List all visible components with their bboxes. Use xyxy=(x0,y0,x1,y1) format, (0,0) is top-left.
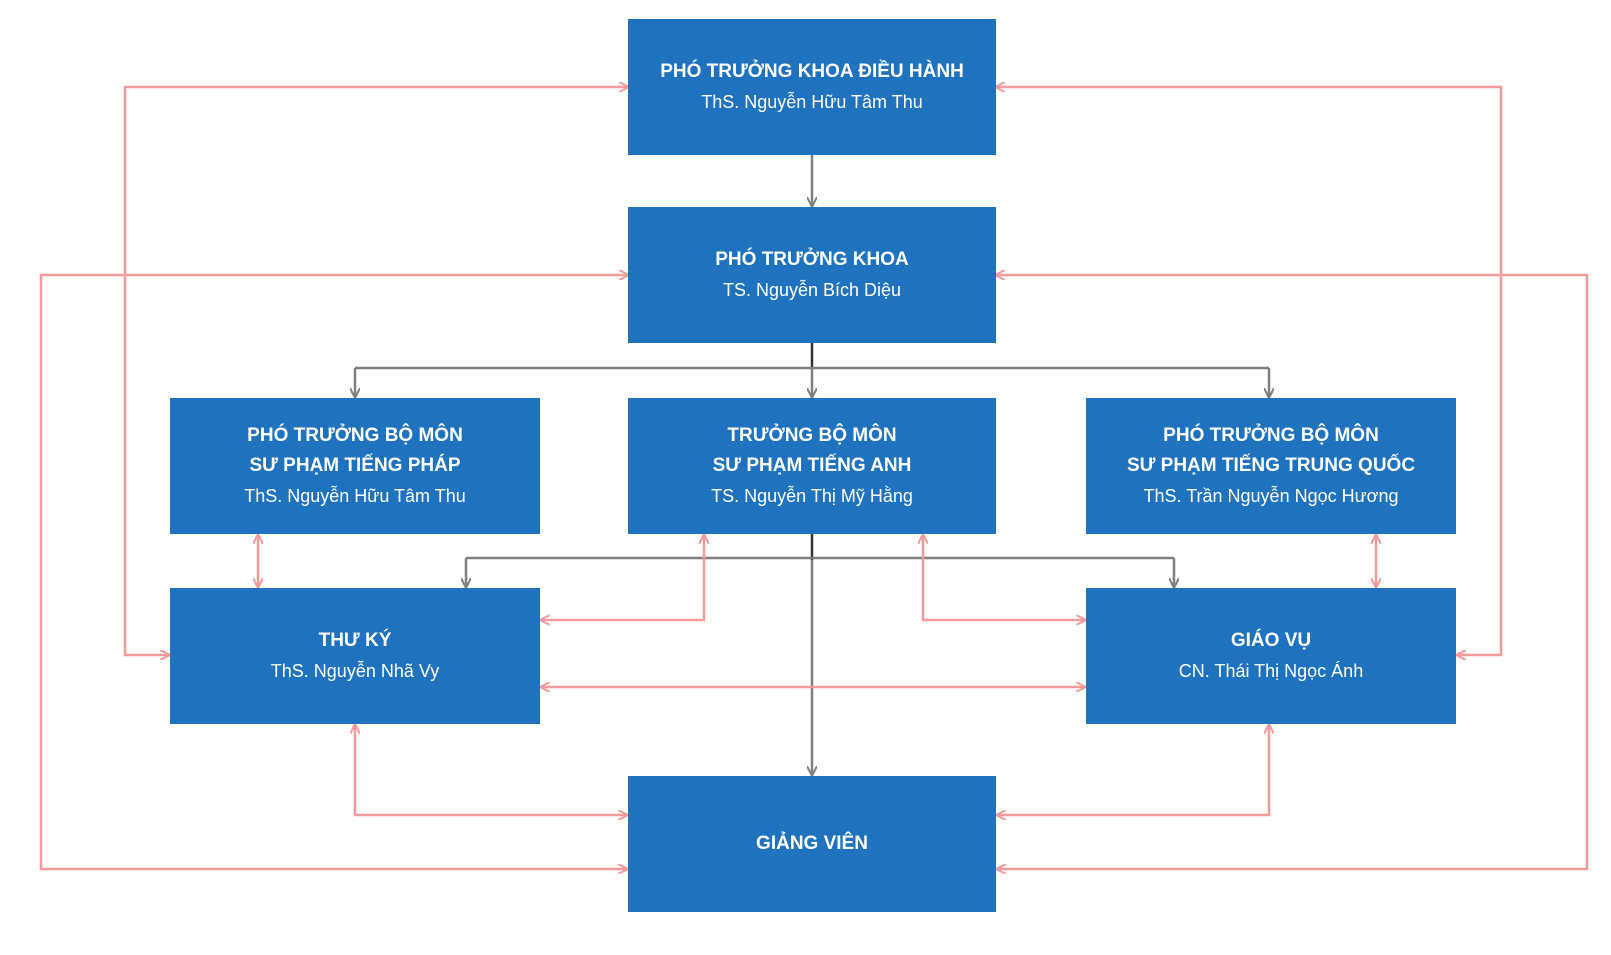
exec-left-loop xyxy=(123,87,628,655)
vice-head-french-title-line2: SƯ PHẠM TIẾNG PHÁP xyxy=(249,455,461,476)
executive-vice-dean-person: ThS. Nguyễn Hữu Tâm Thu xyxy=(701,92,923,112)
academic-affairs-title: GIÁO VỤ xyxy=(1230,630,1312,651)
vice-head-chinese-title-line2: SƯ PHẠM TIẾNG TRUNG QUỐC xyxy=(1126,455,1416,476)
affairs-lecturers-link xyxy=(997,725,1269,815)
vice-dean-right-loop xyxy=(996,275,1589,869)
head-english-person: TS. Nguyễn Thị Mỹ Hằng xyxy=(711,486,913,506)
secretary-person: ThS. Nguyễn Nhã Vy xyxy=(270,661,440,681)
executive-vice-dean-title: PHÓ TRƯỞNG KHOA ĐIỀU HÀNH xyxy=(660,61,964,82)
secretary-box: THƯ KÝ ThS. Nguyễn Nhã Vy xyxy=(170,588,540,724)
coordination-lines xyxy=(39,87,1589,869)
english-affairs-link xyxy=(923,535,1085,620)
vice-dean-left-loop xyxy=(39,275,628,869)
vice-dean-box: PHÓ TRƯỞNG KHOA TS. Nguyễn Bích Diệu xyxy=(628,207,996,343)
secretary-lecturers-link xyxy=(355,725,627,815)
vice-dean-person: TS. Nguyễn Bích Diệu xyxy=(722,280,902,300)
lecturers-title: GIẢNG VIÊN xyxy=(756,833,868,854)
vice-dean-title: PHÓ TRƯỞNG KHOA xyxy=(715,249,909,270)
vice-head-chinese-person: ThS. Trần Nguyễn Ngọc Hương xyxy=(1143,486,1399,506)
vice-head-french-person: ThS. Nguyễn Hữu Tâm Thu xyxy=(244,486,466,506)
head-english-title-line2: SƯ PHẠM TIẾNG ANH xyxy=(712,455,912,476)
academic-affairs-box: GIÁO VỤ CN. Thái Thị Ngọc Ánh xyxy=(1086,588,1456,724)
vice-head-french-box: PHÓ TRƯỞNG BỘ MÔN SƯ PHẠM TIẾNG PHÁP ThS… xyxy=(170,398,540,534)
english-secretary-link xyxy=(541,535,704,620)
vice-head-chinese-box: PHÓ TRƯỞNG BỘ MÔN SƯ PHẠM TIẾNG TRUNG QU… xyxy=(1086,398,1456,534)
academic-affairs-person: CN. Thái Thị Ngọc Ánh xyxy=(1178,661,1364,681)
vice-head-chinese-title-line1: PHÓ TRƯỞNG BỘ MÔN xyxy=(1163,425,1379,446)
exec-right-loop xyxy=(996,87,1503,655)
vice-head-french-title-line1: PHÓ TRƯỞNG BỘ MÔN xyxy=(247,425,463,446)
head-english-title-line1: TRƯỞNG BỘ MÔN xyxy=(727,425,897,446)
executive-vice-dean-box: PHÓ TRƯỞNG KHOA ĐIỀU HÀNH ThS. Nguyễn Hữ… xyxy=(628,19,996,155)
secretary-title: THƯ KÝ xyxy=(318,630,392,651)
head-english-box: TRƯỞNG BỘ MÔN SƯ PHẠM TIẾNG ANH TS. Nguy… xyxy=(628,398,996,534)
lecturers-box: GIẢNG VIÊN xyxy=(628,776,996,912)
